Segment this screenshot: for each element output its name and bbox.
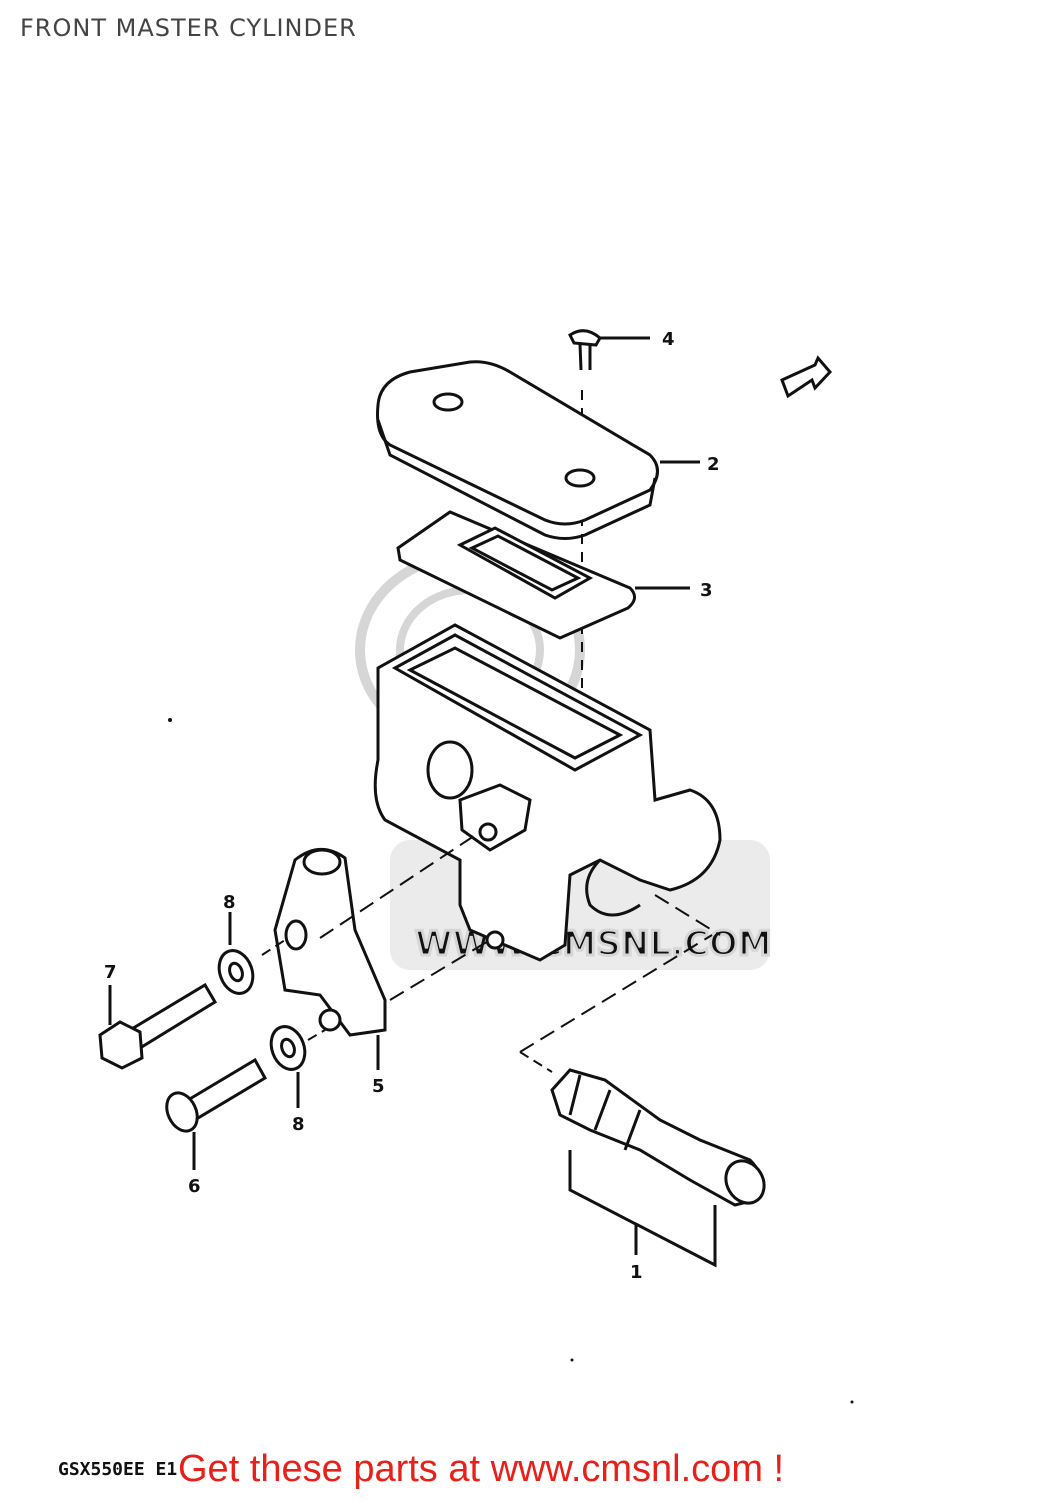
part-7-bolt bbox=[98, 982, 218, 1070]
part-label-7: 7 bbox=[104, 962, 117, 983]
model-code: GSX550EE E1 bbox=[58, 1459, 178, 1480]
part-8-washer-upper bbox=[217, 912, 255, 995]
part-3-diaphragm bbox=[396, 510, 690, 640]
speck-dot bbox=[850, 1400, 854, 1404]
speck-dot bbox=[168, 718, 172, 722]
cmsnl-parts-link[interactable]: Get these parts at www.cmsnl.com ! bbox=[178, 1448, 785, 1490]
part-label-8-upper: 8 bbox=[223, 892, 236, 913]
part-1-piston-kit bbox=[519, 894, 766, 1268]
part-6-bolt bbox=[165, 1057, 268, 1170]
part-label-3: 3 bbox=[700, 580, 713, 601]
part-label-6: 6 bbox=[188, 1176, 201, 1197]
master-cylinder-body bbox=[373, 623, 722, 962]
part-5-bracket bbox=[261, 831, 491, 1070]
svg-text:WWW.CMSNL.COM: WWW.CMSNL.COM bbox=[415, 924, 772, 964]
speck-dot bbox=[570, 1358, 574, 1362]
part-8-washer-lower bbox=[269, 1025, 307, 1108]
part-label-4: 4 bbox=[662, 329, 675, 350]
front-arrow-icon bbox=[780, 355, 833, 399]
part-label-1: 1 bbox=[630, 1262, 643, 1283]
part-label-5: 5 bbox=[372, 1076, 385, 1097]
part-label-8-lower: 8 bbox=[292, 1114, 305, 1135]
part-2-reservoir-cap bbox=[376, 360, 700, 540]
page-title: FRONT MASTER CYLINDER bbox=[20, 14, 357, 42]
part-label-2: 2 bbox=[707, 454, 720, 475]
